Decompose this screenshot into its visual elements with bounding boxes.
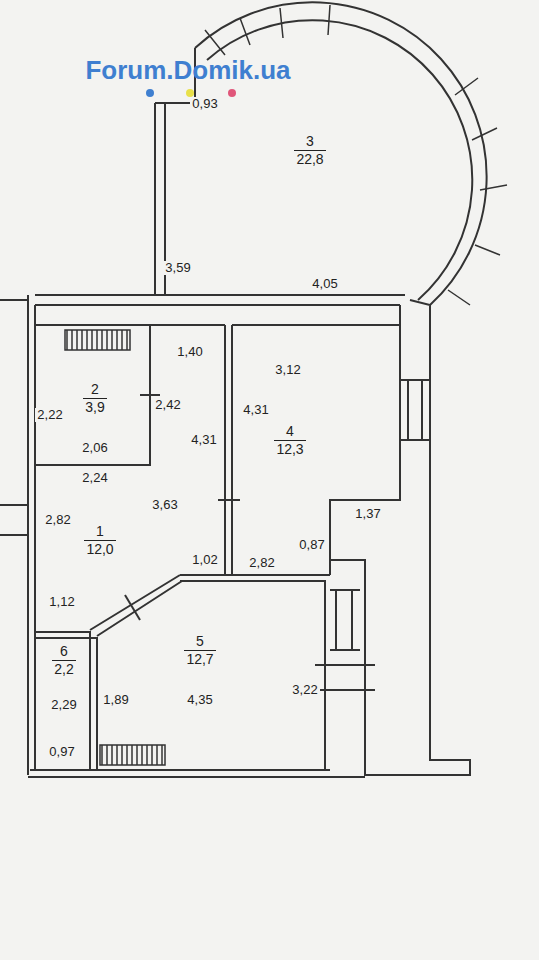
room-label: 23,9 <box>80 380 109 415</box>
room-number: 2 <box>83 381 106 398</box>
room-number: 1 <box>84 523 115 540</box>
wall <box>28 770 365 777</box>
dimension: 4,31 <box>241 403 270 417</box>
dimension: 3,59 <box>163 261 192 275</box>
room-label: 322,8 <box>291 132 328 167</box>
dimension: 2,24 <box>80 471 109 485</box>
radiator <box>65 330 130 350</box>
room-number: 4 <box>274 423 305 440</box>
dimension: 2,06 <box>80 441 109 455</box>
radiator <box>100 745 165 765</box>
dimension: 1,12 <box>47 595 76 609</box>
window <box>330 590 360 650</box>
room-number: 6 <box>52 643 75 660</box>
dot <box>228 89 236 97</box>
dimension: 1,37 <box>353 507 382 521</box>
dimension: 0,87 <box>297 538 326 552</box>
room-area: 22,8 <box>294 151 325 167</box>
window <box>400 380 430 440</box>
wall <box>35 325 150 465</box>
wall <box>35 632 97 770</box>
wall <box>28 295 35 775</box>
dimension: 3,63 <box>150 498 179 512</box>
door <box>125 595 140 620</box>
window-mullion <box>205 5 507 305</box>
room-label: 62,2 <box>49 642 78 677</box>
balcony-wall <box>330 300 470 775</box>
curved-wall <box>195 2 487 305</box>
dimension: 2,22 <box>35 408 64 422</box>
room-area: 12,7 <box>184 651 215 667</box>
dimension: 2,42 <box>153 398 182 412</box>
dot <box>186 89 194 97</box>
door <box>218 499 240 501</box>
room-area: 12,0 <box>84 541 115 557</box>
dimension: 3,22 <box>290 683 319 697</box>
wall <box>180 575 330 770</box>
room-label: 112,0 <box>81 522 118 557</box>
room-label: 512,7 <box>181 632 218 667</box>
dimension: 3,12 <box>273 363 302 377</box>
wall <box>225 325 232 575</box>
dimension: 0,93 <box>190 97 219 111</box>
wall <box>330 305 400 575</box>
dimension: 1,02 <box>190 553 219 567</box>
room-number: 5 <box>184 633 215 650</box>
wall <box>0 299 28 301</box>
dimension: 1,89 <box>101 693 130 707</box>
room-area: 12,3 <box>274 441 305 457</box>
dot <box>146 89 154 97</box>
dimension: 2,29 <box>49 698 78 712</box>
room-area: 3,9 <box>83 399 106 415</box>
room-number: 3 <box>294 133 325 150</box>
dimension: 2,82 <box>43 513 72 527</box>
dimension: 4,35 <box>185 693 214 707</box>
window <box>0 505 28 535</box>
dimension: 4,05 <box>310 277 339 291</box>
dimension: 2,82 <box>247 556 276 570</box>
dimension: 4,31 <box>189 433 218 447</box>
room-area: 2,2 <box>52 661 75 677</box>
watermark: Forum.Domik.ua <box>83 56 292 85</box>
door <box>315 665 375 690</box>
wall <box>150 324 400 326</box>
wall <box>35 295 405 305</box>
wall <box>90 575 182 636</box>
dimension: 1,40 <box>175 345 204 359</box>
dimension: 0,97 <box>47 745 76 759</box>
room-label: 412,3 <box>271 422 308 457</box>
